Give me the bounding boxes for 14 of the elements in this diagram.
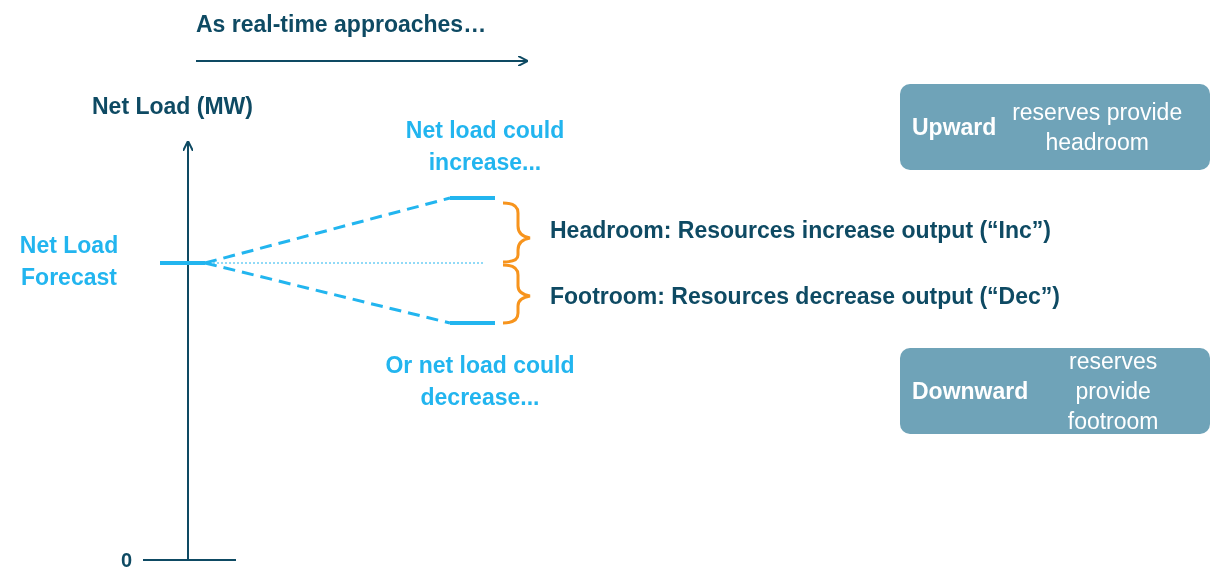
level-mark: [450, 321, 495, 325]
level-mark: [160, 261, 205, 265]
level-mark: [450, 196, 495, 200]
dashed-line: [204, 196, 451, 265]
reserve-box: Downward reserves provide footroom: [900, 348, 1210, 434]
axis-label: Net Load (MW): [92, 92, 254, 121]
axis-tick-label: 0: [121, 548, 134, 571]
annotation-text: Footroom: Resources decrease output (“Dec”): [550, 282, 1061, 311]
dashed-line: [204, 261, 451, 325]
annotation-text: Net load could increase...: [404, 116, 566, 177]
annotation-text: Headroom: Resources increase output (“Inc”): [550, 216, 1052, 245]
forecast-label: Net Load Forecast: [18, 231, 120, 292]
annotation-text: Or net load could decrease...: [384, 351, 576, 412]
heading-text: As real-time approaches…: [196, 10, 488, 39]
